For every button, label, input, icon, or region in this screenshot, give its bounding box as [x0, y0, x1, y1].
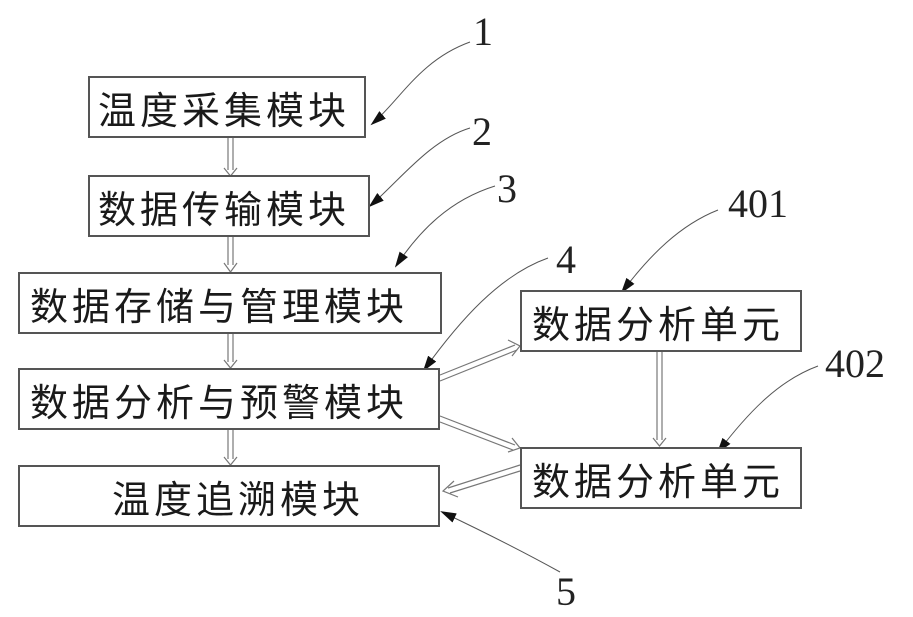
flow-arrow-401-402 [653, 352, 666, 446]
module-label: 数据分析与预警模块 [30, 372, 408, 427]
module-data-analysis-warning: 数据分析与预警模块 [18, 368, 440, 430]
flow-arrow-1-2 [224, 138, 237, 176]
reference-number-2: 2 [472, 108, 492, 155]
leader-line-402 [718, 366, 818, 452]
reference-number-402: 402 [825, 340, 885, 387]
leader-line-401 [622, 210, 718, 292]
reference-number-1: 1 [473, 8, 493, 55]
unit-label: 数据分析单元 [532, 294, 784, 349]
flow-arrow-4-401 [440, 340, 520, 381]
module-label: 温度采集模块 [98, 80, 350, 135]
module-data-storage-management: 数据存储与管理模块 [18, 272, 442, 334]
module-label: 数据传输模块 [98, 179, 350, 234]
reference-number-401: 401 [728, 180, 788, 227]
flow-arrow-3-4 [224, 333, 237, 368]
leader-line-1 [372, 42, 470, 124]
reference-number-5: 5 [556, 568, 576, 615]
flow-arrow-2-3 [224, 236, 237, 272]
unit-data-analysis-401: 数据分析单元 [520, 290, 802, 352]
leader-line-2 [370, 128, 470, 206]
flow-arrow-402-5 [443, 465, 520, 497]
reference-number-3: 3 [497, 165, 517, 212]
module-label: 温度追溯模块 [112, 469, 364, 524]
flow-arrow-4-402 [440, 416, 520, 452]
leader-line-3 [396, 186, 495, 266]
reference-number-4: 4 [556, 236, 576, 283]
unit-data-analysis-402: 数据分析单元 [520, 447, 802, 509]
module-label: 数据存储与管理模块 [30, 276, 408, 331]
module-temperature-collection: 温度采集模块 [88, 76, 366, 138]
unit-label: 数据分析单元 [532, 451, 784, 506]
leader-line-5 [442, 512, 560, 572]
module-data-transmission: 数据传输模块 [88, 175, 370, 237]
module-temperature-traceability: 温度追溯模块 [18, 465, 440, 527]
flow-arrow-4-5 [224, 430, 237, 465]
